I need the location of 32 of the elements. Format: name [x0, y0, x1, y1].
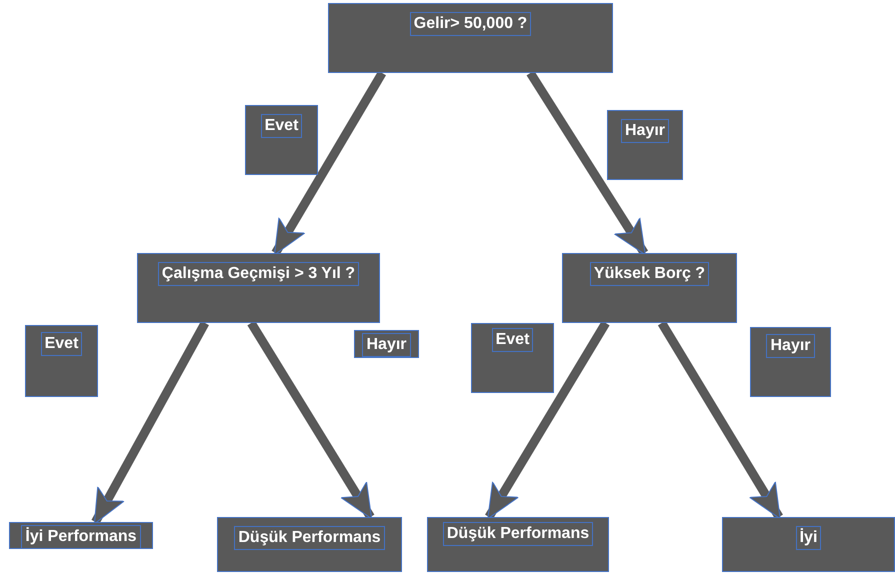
arrow [272, 70, 386, 256]
node-text: Gelir> 50,000 ? [410, 12, 532, 36]
arrow [658, 320, 783, 520]
outcome-box [427, 517, 609, 572]
branch-label-box [354, 330, 419, 358]
node-text: Yüksek Borç ? [590, 262, 710, 286]
outcome-box [9, 522, 153, 549]
node-text: Düşük Performans [442, 522, 594, 546]
node-text: Hayır [766, 334, 815, 358]
branch-label-box [750, 327, 831, 397]
node-text: Hayır [620, 119, 670, 143]
node-text: Evet [260, 114, 302, 138]
decision-box [137, 253, 380, 323]
node-text: İyi [796, 526, 822, 550]
branch-label-box [25, 325, 98, 397]
branch-label-box [607, 110, 683, 180]
branch-label-box [471, 323, 554, 393]
outcome-box [217, 517, 402, 572]
arrow [247, 320, 374, 520]
node-text: Düşük Performans [234, 526, 385, 550]
arrow [526, 70, 648, 256]
node-text: Evet [40, 332, 82, 356]
branch-label-box [245, 105, 318, 175]
arrow [91, 320, 209, 524]
outcome-box [722, 517, 895, 572]
node-text: İyi Performans [21, 525, 141, 549]
node-text: Hayır [362, 333, 411, 357]
node-text: Evet [492, 328, 534, 352]
node-text: Çalışma Geçmişi > 3 Yıl ? [158, 262, 360, 286]
arrow [485, 320, 610, 520]
decision-box [328, 3, 613, 73]
decision-box [562, 253, 737, 323]
